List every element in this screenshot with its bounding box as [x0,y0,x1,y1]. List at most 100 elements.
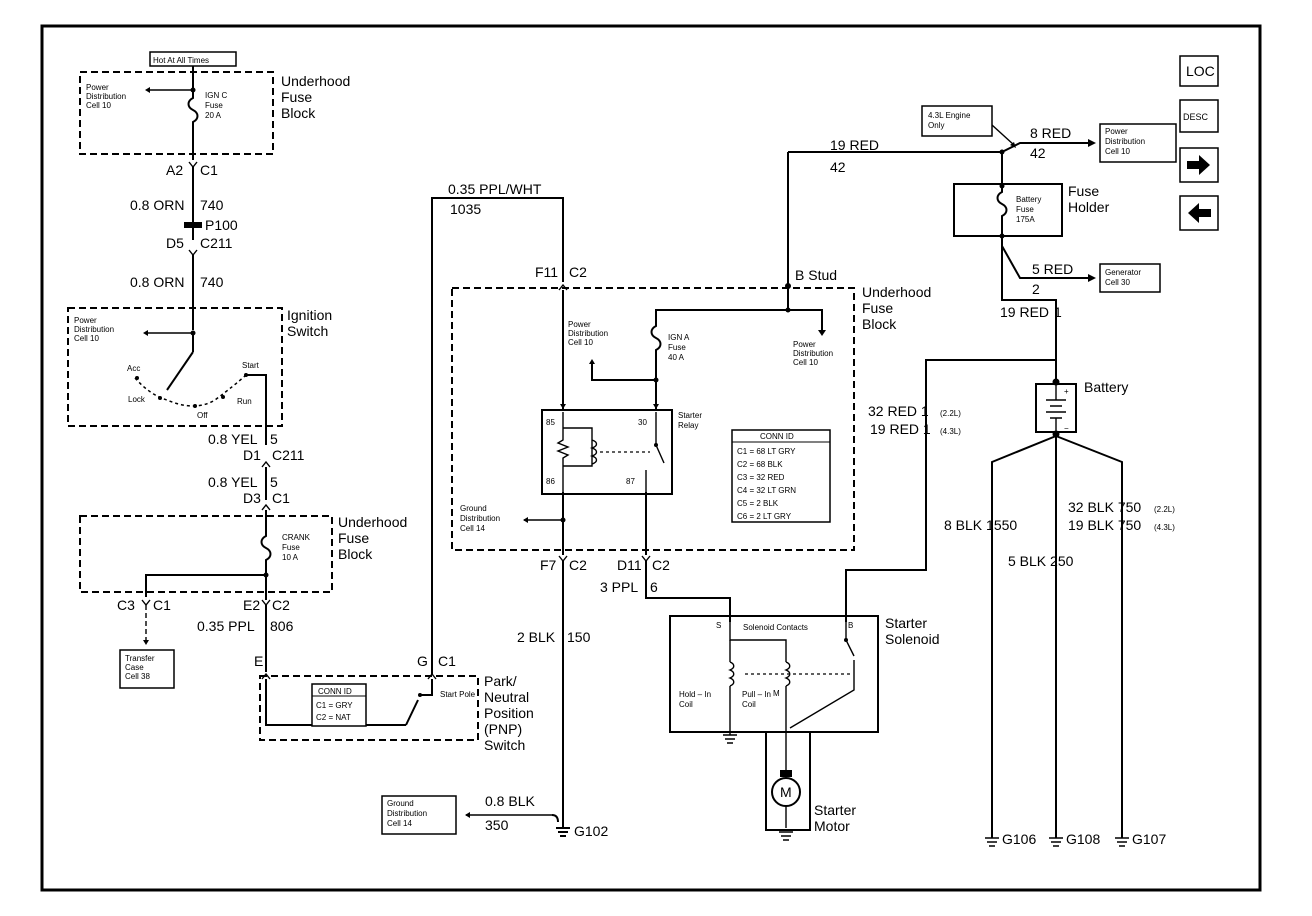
ground-g102-icon [556,827,570,837]
conn-c1-a: C1 [200,162,218,178]
wire-750-22l-note: (2.2L) [1154,505,1175,514]
conn-c2-e2: C2 [272,597,290,613]
relay-conn-id-row: C4 = 32 LT GRN [737,486,796,495]
desc-button[interactable]: DESC [1179,99,1219,133]
relay-conn-id-table [731,429,831,523]
relay-pin-87: 87 [626,477,635,486]
svg-text:+: + [1064,387,1069,396]
underhood-fuse-block-a [79,71,274,155]
arrow-left-icon [1188,203,1211,223]
relay-pin-86: 86 [546,477,555,486]
fuse-holder [953,183,1063,237]
ground-g108-icon [1049,837,1063,847]
solenoid-ground-icon [723,734,737,744]
hold-in-coil-icon [728,661,735,687]
underhood-fuse-block-c [79,515,333,593]
starter-motor [765,731,811,831]
solenoid-terminal-s: S [716,621,721,630]
prev-page-button[interactable] [1179,195,1219,231]
wire-740-num-b: 740 [200,274,224,290]
wire-740-size-a: 0.8 ORN [130,197,184,213]
crank-fuse-icon [260,530,272,570]
wire-5-size-b: 0.8 YEL [208,474,258,490]
switch-pos-off: Off [197,411,208,420]
battery-label: Battery [1084,379,1128,395]
ignition-switch-pole-icon [166,351,194,391]
conn-c211-a: C211 [200,235,233,251]
generator-ref [1099,263,1161,293]
wire-1-num: 1 [1054,304,1062,320]
conn-g: G [417,653,428,669]
wire-1550: 8 BLK 1550 [944,517,1017,533]
solenoid-terminal-b: B [848,621,853,630]
wire-350-size: 0.8 BLK [485,793,535,809]
wire-1-43l: 19 RED 1 [870,421,931,437]
wire-1035-size: 0.35 PPL/WHT [448,181,542,197]
pnp-conn-id-row: C1 = GRY [316,701,353,710]
conn-f11: F11 [535,264,558,280]
conn-d3: D3 [243,490,261,506]
arrow-right-icon [1187,155,1210,175]
relay-coil-icon [589,439,598,465]
ign-a-fuse-icon [650,320,662,358]
switch-pos-start-pole: Start Pole [440,690,476,699]
switch-pos-run: Run [237,397,252,406]
ground-cell14-ref-b [381,795,457,835]
solenoid-contacts-label: Solenoid Contacts [743,623,808,632]
wire-1-43l-note: (4.3L) [940,427,961,436]
starter-relay [541,409,673,495]
pnp-switch-box [259,675,479,741]
wire-150-num: 150 [567,629,591,645]
wire-250: 5 BLK 250 [1008,553,1074,569]
ground-g107: G107 [1132,831,1166,847]
relay-conn-id-row: C2 = 68 BLK [737,460,783,469]
conn-d1: D1 [243,447,261,463]
wire-42-num-a: 42 [830,159,846,175]
wire-5-size-a: 0.8 YEL [208,431,258,447]
ground-g102: G102 [574,823,608,839]
relay-conn-id-row: C5 = 2 BLK [737,499,779,508]
loc-button[interactable]: LOC [1179,55,1219,87]
next-page-button[interactable] [1179,147,1219,183]
relay-pin-30: 30 [638,418,647,427]
wire-5-num-b: 5 [270,474,278,490]
conn-d11: D11 [617,557,642,573]
conn-f7: F7 [540,557,557,573]
engine-only-note [921,105,993,137]
transfer-case-ref [119,649,175,689]
desc-label: DESC [1183,112,1209,122]
starter-solenoid [669,615,879,733]
conn-a2: A2 [166,162,183,178]
wire-42-size-a: 19 RED [830,137,879,153]
battery-cell-icon [1046,384,1066,432]
wire-750-43l: 19 BLK 750 [1068,517,1141,533]
conn-c1-c: C1 [153,597,171,613]
conn-c3: C3 [117,597,135,613]
conn-p100: P100 [205,217,238,233]
wire-806-num: 806 [270,618,294,634]
motor-ground-icon [779,831,793,841]
battery-fuse-icon [996,186,1008,234]
motor-icon-label: M [780,784,792,800]
hot-at-all-times-label: Hot At All Times [153,56,209,65]
